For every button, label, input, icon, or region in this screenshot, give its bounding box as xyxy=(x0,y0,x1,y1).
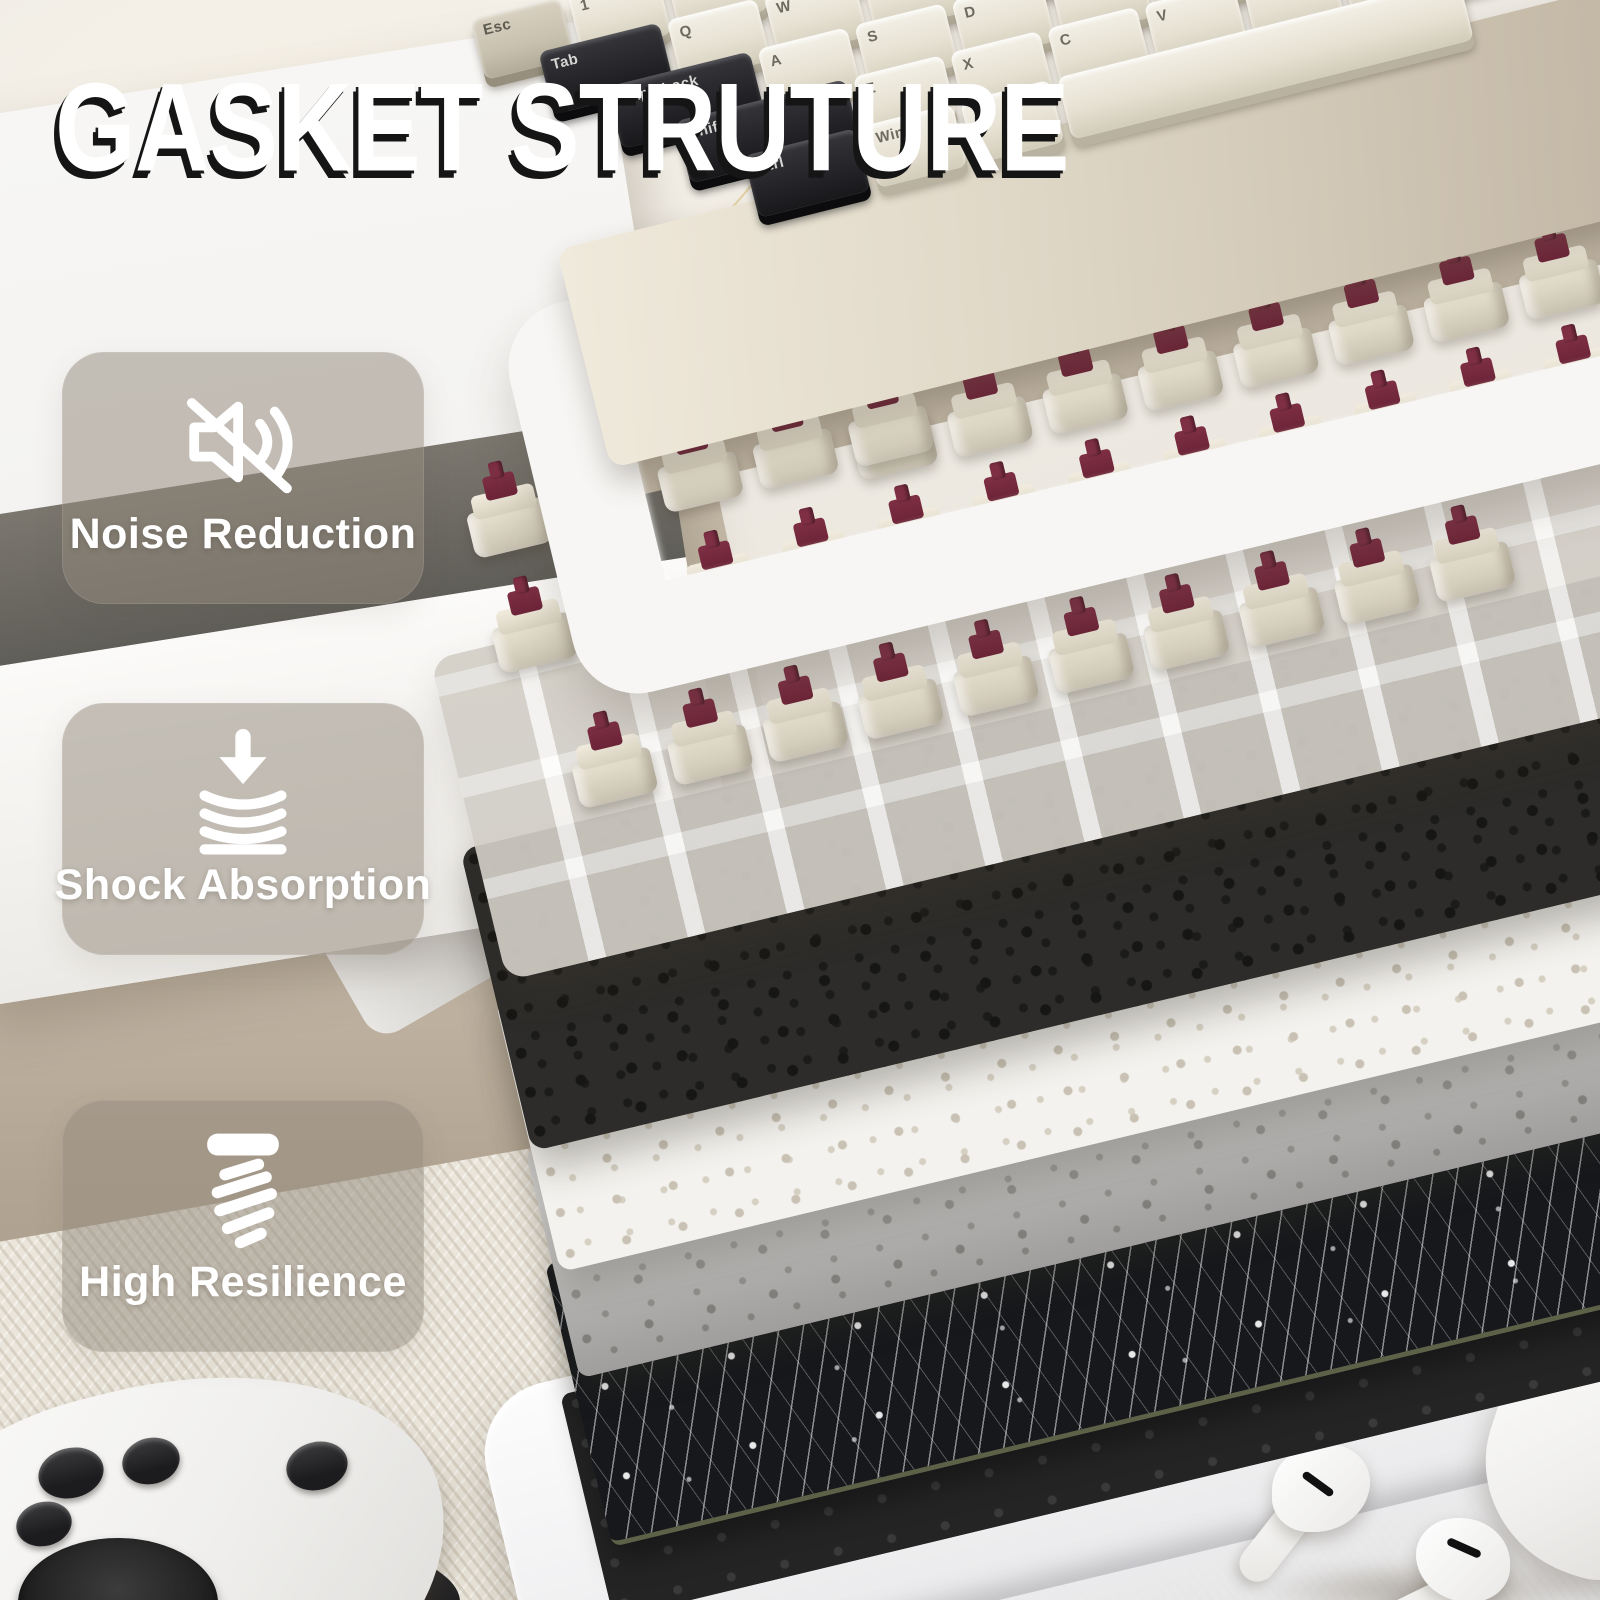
switch-tip xyxy=(487,460,505,480)
mechanical-switch xyxy=(751,656,850,764)
switch-tip xyxy=(1259,549,1277,570)
switch-tip xyxy=(1164,572,1182,593)
switch-tip xyxy=(782,664,801,685)
mechanical-switch xyxy=(941,610,1041,718)
switch-tip xyxy=(1449,504,1468,524)
earbuds-group xyxy=(1230,1279,1600,1600)
switch-tip xyxy=(687,687,706,707)
shock-absorption-icon xyxy=(173,729,313,857)
mechanical-switch xyxy=(655,678,755,787)
switch-tip xyxy=(512,575,530,595)
feature-label: Noise Reduction xyxy=(69,510,417,558)
mechanical-switch xyxy=(1036,587,1136,696)
game-controller xyxy=(0,1320,520,1600)
page-title: GASKET STRUTURE xyxy=(55,58,1070,199)
feature-label: Shock Absorption xyxy=(54,861,432,909)
muted-speaker-icon xyxy=(168,378,318,506)
earbud-vent xyxy=(1301,1470,1335,1498)
sparkle-dot xyxy=(700,180,705,185)
feature-label: High Resilience xyxy=(79,1258,407,1306)
spring-icon xyxy=(173,1126,313,1254)
feature-card-noise-reduction: Noise Reduction xyxy=(62,352,424,604)
switch-tip xyxy=(592,710,610,730)
switch-tip xyxy=(1354,526,1373,547)
earbud-vent xyxy=(1445,1537,1483,1559)
switch-tip xyxy=(878,641,896,662)
mechanical-switch xyxy=(846,633,946,741)
earbud-left xyxy=(1272,1444,1370,1532)
switch-tip xyxy=(973,618,992,639)
switch-tip xyxy=(1068,595,1087,616)
mechanical-switch xyxy=(1227,541,1327,650)
feature-card-high-resilience: High Resilience xyxy=(62,1100,424,1352)
earbud-right xyxy=(1416,1518,1510,1600)
mechanical-switch xyxy=(1132,564,1232,673)
feature-card-shock-absorption: Shock Absorption xyxy=(55,703,431,955)
mechanical-switch xyxy=(1322,518,1422,627)
